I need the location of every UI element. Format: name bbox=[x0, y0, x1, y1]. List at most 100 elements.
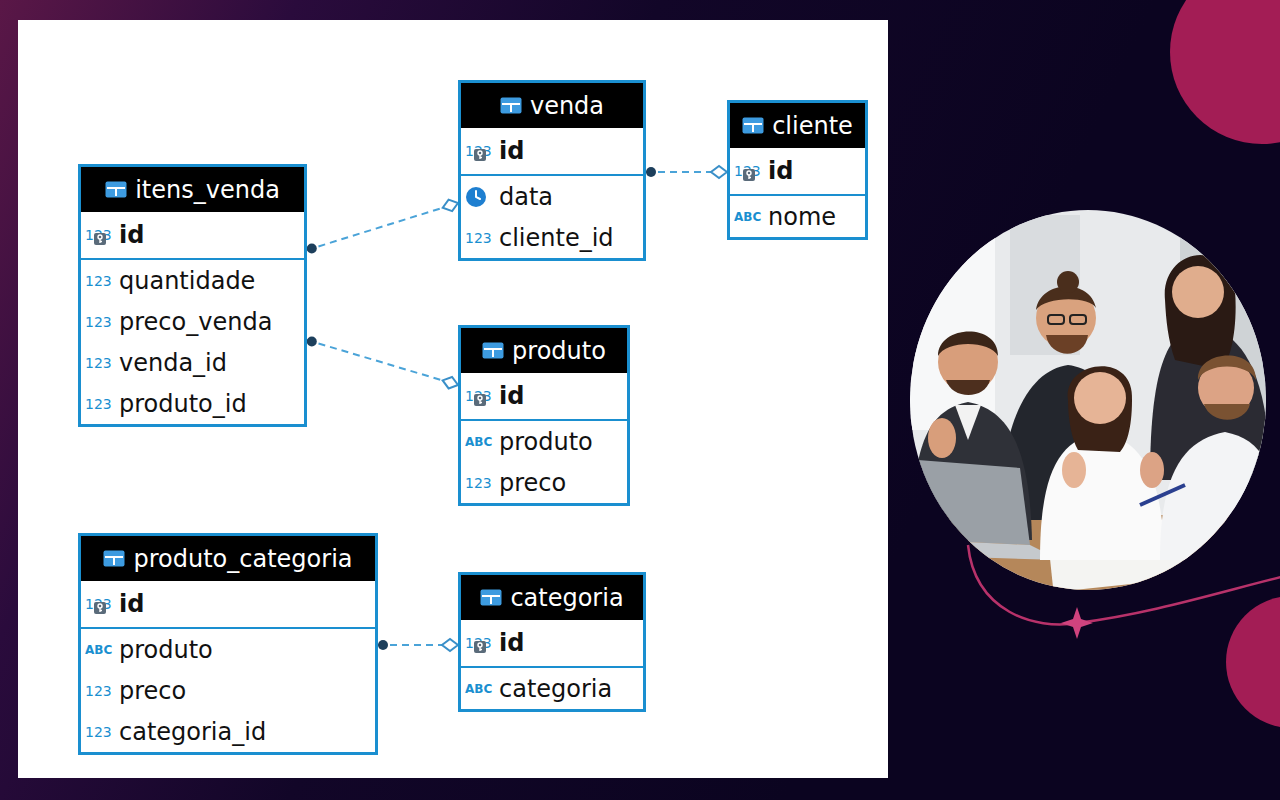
key-shaft bbox=[749, 175, 751, 179]
connector-diamond bbox=[443, 200, 458, 211]
table-name: cliente bbox=[772, 112, 853, 140]
key-head bbox=[478, 151, 482, 155]
connector-dot bbox=[307, 336, 317, 346]
connector-line bbox=[307, 340, 443, 380]
type-tag: ABC bbox=[465, 435, 492, 449]
key-column-row: 123id bbox=[81, 212, 304, 260]
key-bg bbox=[743, 169, 755, 181]
column-row: ABC produto bbox=[461, 421, 627, 462]
key-column-name: id bbox=[768, 157, 793, 185]
type-icon: 123 bbox=[734, 158, 768, 184]
column-name: categoria bbox=[499, 675, 612, 703]
type-tag: 123 bbox=[85, 356, 112, 370]
key-column-row: 123id bbox=[461, 128, 643, 176]
column-name: preco_venda bbox=[119, 308, 272, 336]
table-header: categoria bbox=[461, 575, 643, 620]
key-bg bbox=[474, 394, 486, 406]
column-row: ABCproduto bbox=[81, 629, 375, 670]
table-icon-line bbox=[510, 103, 512, 112]
connector-dot bbox=[378, 640, 388, 650]
column-row: 123categoria_id bbox=[81, 711, 375, 752]
type-tag: 123 bbox=[85, 397, 112, 411]
key-column-name: id bbox=[119, 221, 144, 249]
table-icon-body bbox=[500, 98, 521, 114]
type-icon: 123 bbox=[85, 350, 119, 376]
key-icon bbox=[94, 233, 106, 245]
key-bg bbox=[474, 641, 486, 653]
type-tag: ABC bbox=[85, 643, 112, 657]
table-icon-body bbox=[483, 343, 504, 359]
table-icon-line bbox=[113, 556, 115, 565]
table-header: produto bbox=[461, 328, 627, 373]
column-row: 123preco bbox=[461, 462, 627, 503]
type-icon: 123 bbox=[85, 591, 119, 617]
column-name: preco bbox=[499, 469, 566, 497]
table-box: venda123iddata123cliente_id bbox=[458, 80, 646, 261]
column-name: data bbox=[499, 183, 553, 211]
key-icon bbox=[474, 394, 486, 406]
type-tag: 123 bbox=[85, 274, 112, 288]
type-icon: 123 bbox=[85, 268, 119, 294]
key-shaft bbox=[480, 647, 482, 651]
table-icon-body bbox=[743, 118, 764, 134]
table-name: produto bbox=[512, 337, 606, 365]
table-name: itens_venda bbox=[135, 176, 280, 204]
type-icon: ABC bbox=[465, 676, 499, 702]
type-icon: 123 bbox=[85, 678, 119, 704]
type-icon: 123 bbox=[465, 138, 499, 164]
key-shaft bbox=[480, 155, 482, 159]
type-icon: 123 bbox=[85, 391, 119, 417]
key-column-row: 123id bbox=[461, 373, 627, 421]
type-icon bbox=[465, 184, 499, 210]
table-name: produto_categoria bbox=[133, 545, 352, 573]
type-icon: 123 bbox=[465, 470, 499, 496]
column-row: 123cliente_id bbox=[461, 217, 643, 258]
key-column-name: id bbox=[499, 382, 524, 410]
clock-hands bbox=[476, 191, 480, 199]
column-row: 123preco bbox=[81, 670, 375, 711]
key-column-name: id bbox=[499, 629, 524, 657]
table-icon-line bbox=[752, 123, 754, 132]
column-name: venda_id bbox=[119, 349, 227, 377]
table-header: produto_categoria bbox=[81, 536, 375, 581]
type-icon: ABC bbox=[85, 637, 119, 663]
key-shaft bbox=[480, 400, 482, 404]
column-name: nome bbox=[768, 203, 836, 231]
table-icon bbox=[482, 342, 504, 359]
type-tag: ABC bbox=[465, 682, 492, 696]
table-name: venda bbox=[530, 92, 604, 120]
key-bg bbox=[474, 149, 486, 161]
type-icon: 123 bbox=[85, 222, 119, 248]
key-column-name: id bbox=[499, 137, 524, 165]
connector-diamond bbox=[442, 639, 458, 651]
column-row: 123 venda_id bbox=[81, 342, 304, 383]
table-icon-body bbox=[104, 551, 125, 567]
key-icon bbox=[474, 641, 486, 653]
column-name: quantidade bbox=[119, 267, 255, 295]
key-column-row: 123id bbox=[81, 581, 375, 629]
connector-dot bbox=[307, 244, 317, 254]
pink-circle bbox=[1226, 596, 1280, 728]
type-tag: 123 bbox=[465, 231, 492, 245]
column-row: data bbox=[461, 176, 643, 217]
column-row: 123 quantidade bbox=[81, 260, 304, 301]
type-icon: 123 bbox=[465, 225, 499, 251]
key-head bbox=[478, 396, 482, 400]
table-header: cliente bbox=[730, 103, 865, 148]
table-icon-body bbox=[106, 182, 127, 198]
key-shaft bbox=[100, 239, 102, 243]
type-tag: 123 bbox=[85, 725, 112, 739]
type-icon: 123 bbox=[85, 719, 119, 745]
connector-line bbox=[307, 208, 443, 250]
column-row: ABCnome bbox=[730, 196, 865, 237]
table-icon-line bbox=[492, 348, 494, 357]
type-tag: 123 bbox=[85, 315, 112, 329]
table-box: cliente123idABCnome bbox=[727, 100, 868, 240]
pink-circle bbox=[1170, 0, 1280, 144]
table-box: itens_venda123id123quantidade123preco_ve… bbox=[78, 164, 307, 427]
table-header: venda bbox=[461, 83, 643, 128]
clock-icon bbox=[465, 186, 487, 208]
column-name: produto bbox=[499, 428, 593, 456]
type-icon: 123 bbox=[465, 630, 499, 656]
key-icon bbox=[743, 169, 755, 181]
